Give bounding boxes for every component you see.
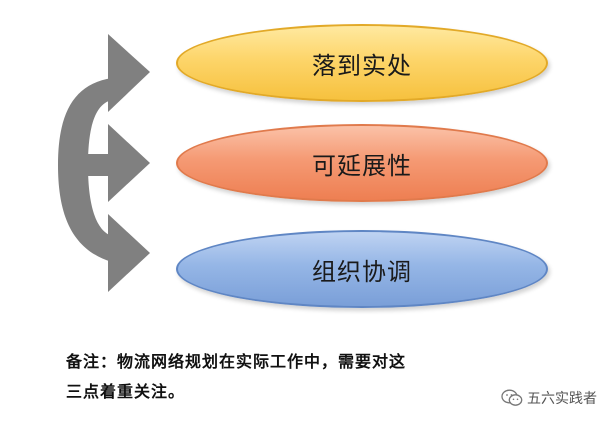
ellipse-label: 组织协调: [312, 257, 412, 286]
ellipse-label: 可延展性: [312, 151, 412, 180]
ellipse-item-2: 可延展性: [176, 124, 548, 202]
arrow-middle-stem: [80, 154, 112, 176]
arrowhead-middle: [108, 124, 150, 202]
watermark: 五六实践者: [501, 388, 597, 408]
wechat-icon: [501, 389, 523, 406]
watermark-text: 五六实践者: [527, 390, 597, 406]
arrowhead-bottom: [108, 214, 150, 292]
ellipse-label: 落到实处: [312, 51, 412, 80]
note-line-1: 备注：物流网络规划在实际工作中，需要对这: [66, 352, 407, 371]
note-line-2: 三点着重关注。: [66, 382, 186, 401]
note-text: 备注：物流网络规划在实际工作中，需要对这 三点着重关注。: [66, 347, 566, 407]
ellipse-item-3: 组织协调: [176, 230, 548, 308]
arrowhead-top: [108, 34, 150, 112]
ellipse-item-1: 落到实处: [176, 24, 548, 102]
